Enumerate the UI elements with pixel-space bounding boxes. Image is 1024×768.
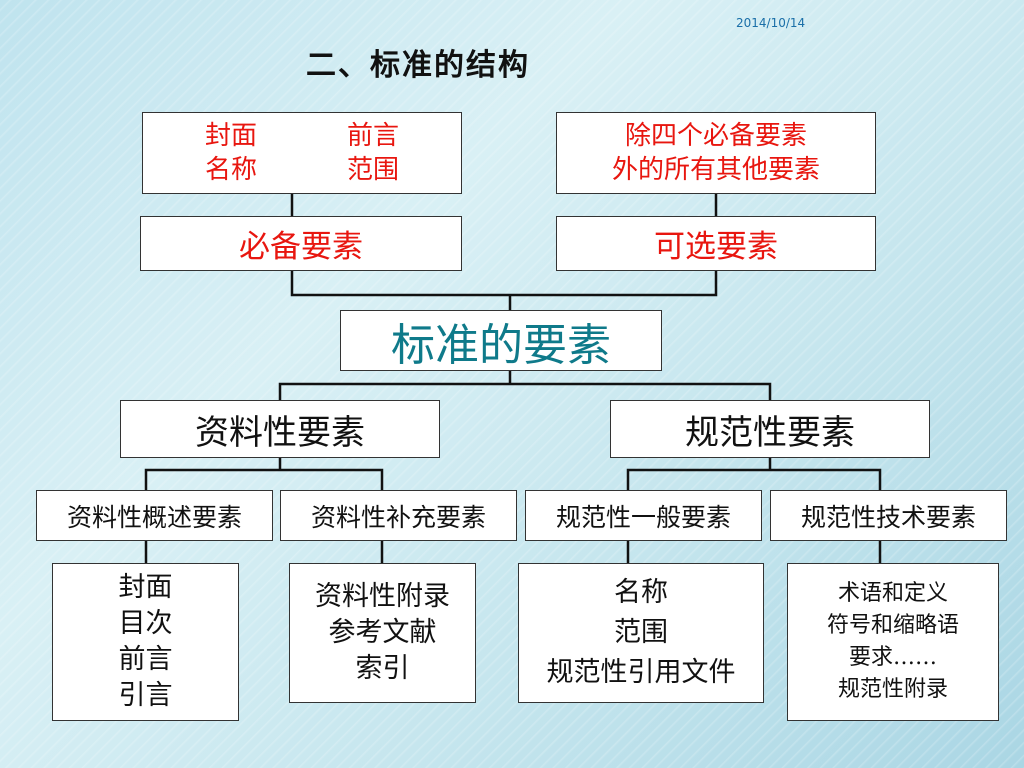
- informative-supplement-label: 资料性补充要素: [310, 502, 486, 532]
- overview-items-box: 封面 目次 前言 引言: [52, 563, 239, 721]
- technical-item: 要求……: [848, 645, 937, 670]
- informative-overview-box: 资料性概述要素: [36, 490, 273, 541]
- informative-supplement-box: 资料性补充要素: [280, 490, 517, 541]
- overview-item: 引言: [118, 680, 173, 711]
- supplement-items-box: 资料性附录 参考文献 索引: [289, 563, 476, 703]
- normative-elements-label: 规范性要素: [685, 412, 855, 453]
- supplement-item: 资料性附录: [315, 581, 450, 612]
- general-item: 规范性引用文件: [546, 657, 736, 688]
- normative-elements-box: 规范性要素: [610, 400, 930, 458]
- mandatory-example: 名称: [204, 155, 257, 185]
- technical-item: 术语和定义: [837, 581, 948, 606]
- mandatory-examples-col1: 封面 名称: [205, 119, 257, 187]
- technical-item: 符号和缩略语: [826, 613, 959, 638]
- optional-elements-box: 可选要素: [556, 216, 876, 271]
- mandatory-examples-col2: 前言 范围: [347, 119, 399, 187]
- informative-elements-label: 资料性要素: [195, 412, 365, 453]
- mandatory-examples-box: 封面 名称 前言 范围: [142, 112, 462, 194]
- root-elements-box: 标准的要素: [340, 310, 662, 371]
- optional-elements-label: 可选要素: [654, 229, 778, 265]
- normative-general-box: 规范性一般要素: [525, 490, 762, 541]
- general-items-box: 名称 范围 规范性引用文件: [518, 563, 764, 703]
- optional-description-box: 除四个必备要素 外的所有其他要素: [556, 112, 876, 194]
- general-item: 范围: [614, 617, 668, 648]
- optional-description-line: 除四个必备要素: [624, 121, 807, 151]
- overview-item: 封面: [118, 572, 173, 603]
- normative-technical-label: 规范性技术要素: [800, 502, 976, 532]
- mandatory-example: 前言: [347, 121, 400, 151]
- technical-items-box: 术语和定义 符号和缩略语 要求…… 规范性附录: [787, 563, 999, 721]
- technical-item: 规范性附录: [837, 677, 948, 702]
- required-elements-label: 必备要素: [239, 229, 363, 265]
- normative-general-label: 规范性一般要素: [555, 502, 731, 532]
- informative-overview-label: 资料性概述要素: [66, 502, 242, 532]
- supplement-item: 参考文献: [328, 617, 437, 648]
- overview-item: 目次: [118, 608, 173, 639]
- normative-technical-box: 规范性技术要素: [770, 490, 1007, 541]
- mandatory-example: 范围: [347, 155, 400, 185]
- slide-date: 2014/10/14: [736, 16, 806, 30]
- mandatory-example: 封面: [204, 121, 257, 151]
- overview-item: 前言: [118, 644, 173, 675]
- supplement-item: 索引: [355, 653, 410, 684]
- slide-title: 二、标准的结构: [306, 48, 530, 83]
- general-item: 名称: [614, 577, 668, 608]
- informative-elements-box: 资料性要素: [120, 400, 440, 458]
- optional-description-line: 外的所有其他要素: [611, 155, 820, 185]
- root-elements-label: 标准的要素: [391, 319, 611, 371]
- required-elements-box: 必备要素: [140, 216, 462, 271]
